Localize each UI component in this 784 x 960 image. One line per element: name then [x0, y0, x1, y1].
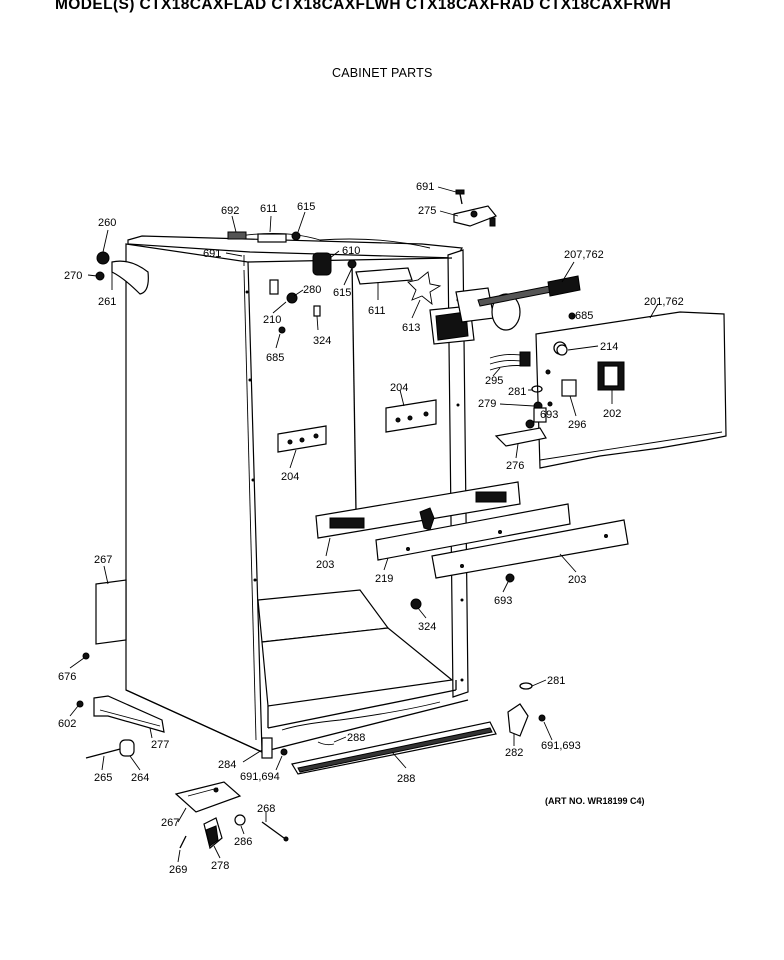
top-hinge-assembly	[95, 251, 149, 295]
bottom-bracket-277	[76, 695, 165, 733]
roller-264-265	[85, 739, 135, 759]
diagram-title: CABINET PARTS	[332, 66, 433, 80]
label-204-right: 204	[390, 382, 408, 394]
label-691-693: 691,693	[541, 740, 581, 752]
label-265: 265	[94, 772, 112, 784]
label-685-left: 685	[266, 352, 284, 364]
grille-288	[291, 721, 497, 775]
part-labels: 260 270 261 692 611 615 691 610 615 280 …	[58, 181, 684, 876]
bracket-275	[453, 189, 497, 227]
label-278: 278	[211, 860, 229, 872]
label-324-bottom: 324	[418, 621, 436, 633]
label-691-right: 691	[416, 181, 434, 193]
label-676: 676	[58, 671, 76, 683]
label-207-762: 207,762	[564, 249, 604, 261]
top-damper-parts	[227, 231, 431, 334]
label-280: 280	[303, 284, 321, 296]
control-panel-201	[535, 311, 727, 469]
mullion-203-bottom	[431, 519, 629, 579]
label-288-clip: 288	[347, 732, 365, 744]
label-203-bottom: 203	[568, 574, 586, 586]
mullion-203-top	[315, 481, 521, 539]
label-267-side: 267	[94, 554, 112, 566]
rail-219	[375, 503, 571, 561]
bottom-hinge-282	[507, 682, 546, 737]
harness-and-thermostat	[489, 351, 547, 447]
label-210: 210	[263, 314, 281, 326]
label-203-top: 203	[316, 559, 334, 571]
fan-motor-assembly	[355, 267, 581, 345]
art-number: (ART NO. WR18199 C4)	[545, 796, 645, 806]
label-214: 214	[600, 341, 618, 353]
label-288-grille: 288	[397, 773, 415, 785]
label-276: 276	[506, 460, 524, 472]
label-219: 219	[375, 573, 393, 585]
label-264: 264	[131, 772, 149, 784]
panel-267	[82, 579, 127, 660]
label-602: 602	[58, 718, 76, 730]
label-267-bottom: 267	[161, 817, 179, 829]
label-281-top: 281	[508, 386, 526, 398]
hardware-bottom	[179, 814, 289, 850]
label-261: 261	[98, 296, 116, 308]
label-691-top: 691	[203, 248, 221, 260]
label-615-mid: 615	[333, 287, 351, 299]
bracket-267-bottom	[174, 781, 242, 813]
label-201-762: 201,762	[644, 296, 684, 308]
label-284: 284	[218, 759, 236, 771]
bracket-204-left	[277, 425, 327, 453]
label-269: 269	[169, 864, 187, 876]
bracket-284	[261, 737, 288, 759]
label-610: 610	[342, 245, 360, 257]
label-202: 202	[603, 408, 621, 420]
label-693-panel: 693	[540, 409, 558, 421]
label-613: 613	[402, 322, 420, 334]
label-295: 295	[485, 375, 503, 387]
label-611-mid: 611	[368, 305, 386, 317]
label-691-694: 691,694	[240, 771, 280, 783]
label-693-rail: 693	[494, 595, 512, 607]
model-numbers-header: MODEL(S) CTX18CAXFLAD CTX18CAXFLWH CTX18…	[55, 0, 672, 13]
label-692: 692	[221, 205, 239, 217]
label-275: 275	[418, 205, 436, 217]
label-685-right: 685	[575, 310, 593, 322]
leader-lines	[69, 186, 659, 863]
label-286: 286	[234, 836, 252, 848]
label-281-bottom: 281	[547, 675, 565, 687]
label-324-top: 324	[313, 335, 331, 347]
label-277: 277	[151, 739, 169, 751]
label-279: 279	[478, 398, 496, 410]
bracket-204-right	[385, 399, 437, 433]
label-204-left: 204	[281, 471, 299, 483]
label-282: 282	[505, 747, 523, 759]
cabinet-body	[125, 235, 469, 753]
screws-693-324	[410, 573, 515, 610]
label-611-top: 611	[260, 203, 278, 215]
label-296: 296	[568, 419, 586, 431]
label-260: 260	[98, 217, 116, 229]
label-615-top: 615	[297, 201, 315, 213]
label-268: 268	[257, 803, 275, 815]
label-270: 270	[64, 270, 82, 282]
